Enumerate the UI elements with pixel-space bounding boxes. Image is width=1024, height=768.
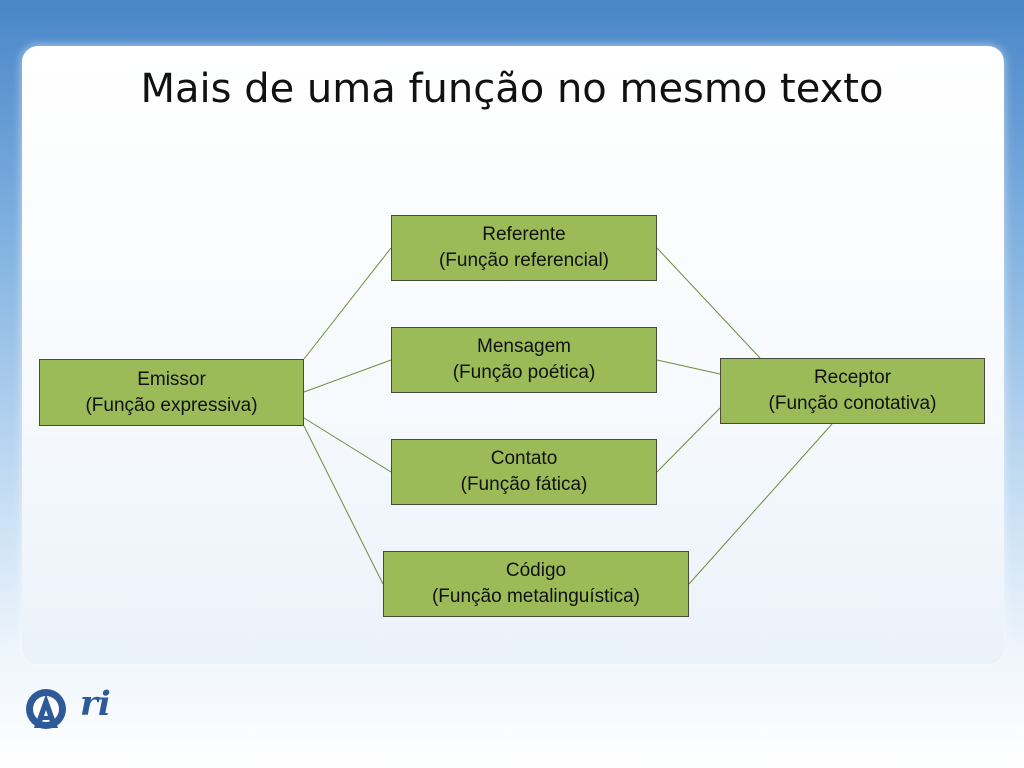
ari-logo-icon — [26, 689, 66, 729]
node-receptor: Receptor (Função conotativa) — [720, 358, 985, 424]
node-receptor-subtitle: (Função conotativa) — [768, 393, 937, 414]
node-mensagem-title: Mensagem — [477, 336, 571, 357]
node-codigo: Código (Função metalinguística) — [383, 551, 689, 617]
slide-title: Mais de uma função no mesmo texto — [140, 66, 884, 112]
edge-mensagem-receptor — [656, 359, 721, 375]
node-contato-subtitle: (Função fática) — [460, 474, 588, 495]
node-codigo-title: Código — [505, 560, 567, 581]
node-mensagem: Mensagem (Função poética) — [391, 327, 657, 393]
edge-emissor-mensagem — [303, 359, 392, 393]
node-emissor: Emissor (Função expressiva) — [39, 359, 304, 426]
node-codigo-subtitle: (Função metalinguística) — [431, 586, 641, 607]
edge-referente-receptor — [656, 247, 761, 359]
node-referente-subtitle: (Função referencial) — [438, 250, 610, 271]
node-referente: Referente (Função referencial) — [391, 215, 657, 281]
node-contato: Contato (Função fática) — [391, 439, 657, 505]
edge-emissor-contato — [303, 417, 392, 473]
node-emissor-title: Emissor — [137, 368, 206, 390]
ari-logo: ri — [24, 684, 124, 734]
ari-logo-text: ri — [80, 684, 111, 724]
node-referente-title: Referente — [482, 224, 566, 245]
node-contato-title: Contato — [490, 448, 558, 469]
node-emissor-subtitle: (Função expressiva) — [85, 394, 258, 416]
node-receptor-title: Receptor — [813, 367, 892, 388]
node-mensagem-subtitle: (Função poética) — [452, 362, 596, 383]
edge-contato-receptor — [656, 407, 721, 473]
edge-emissor-referente — [303, 247, 392, 360]
edge-emissor-codigo — [303, 425, 384, 585]
edge-codigo-receptor — [688, 423, 833, 585]
